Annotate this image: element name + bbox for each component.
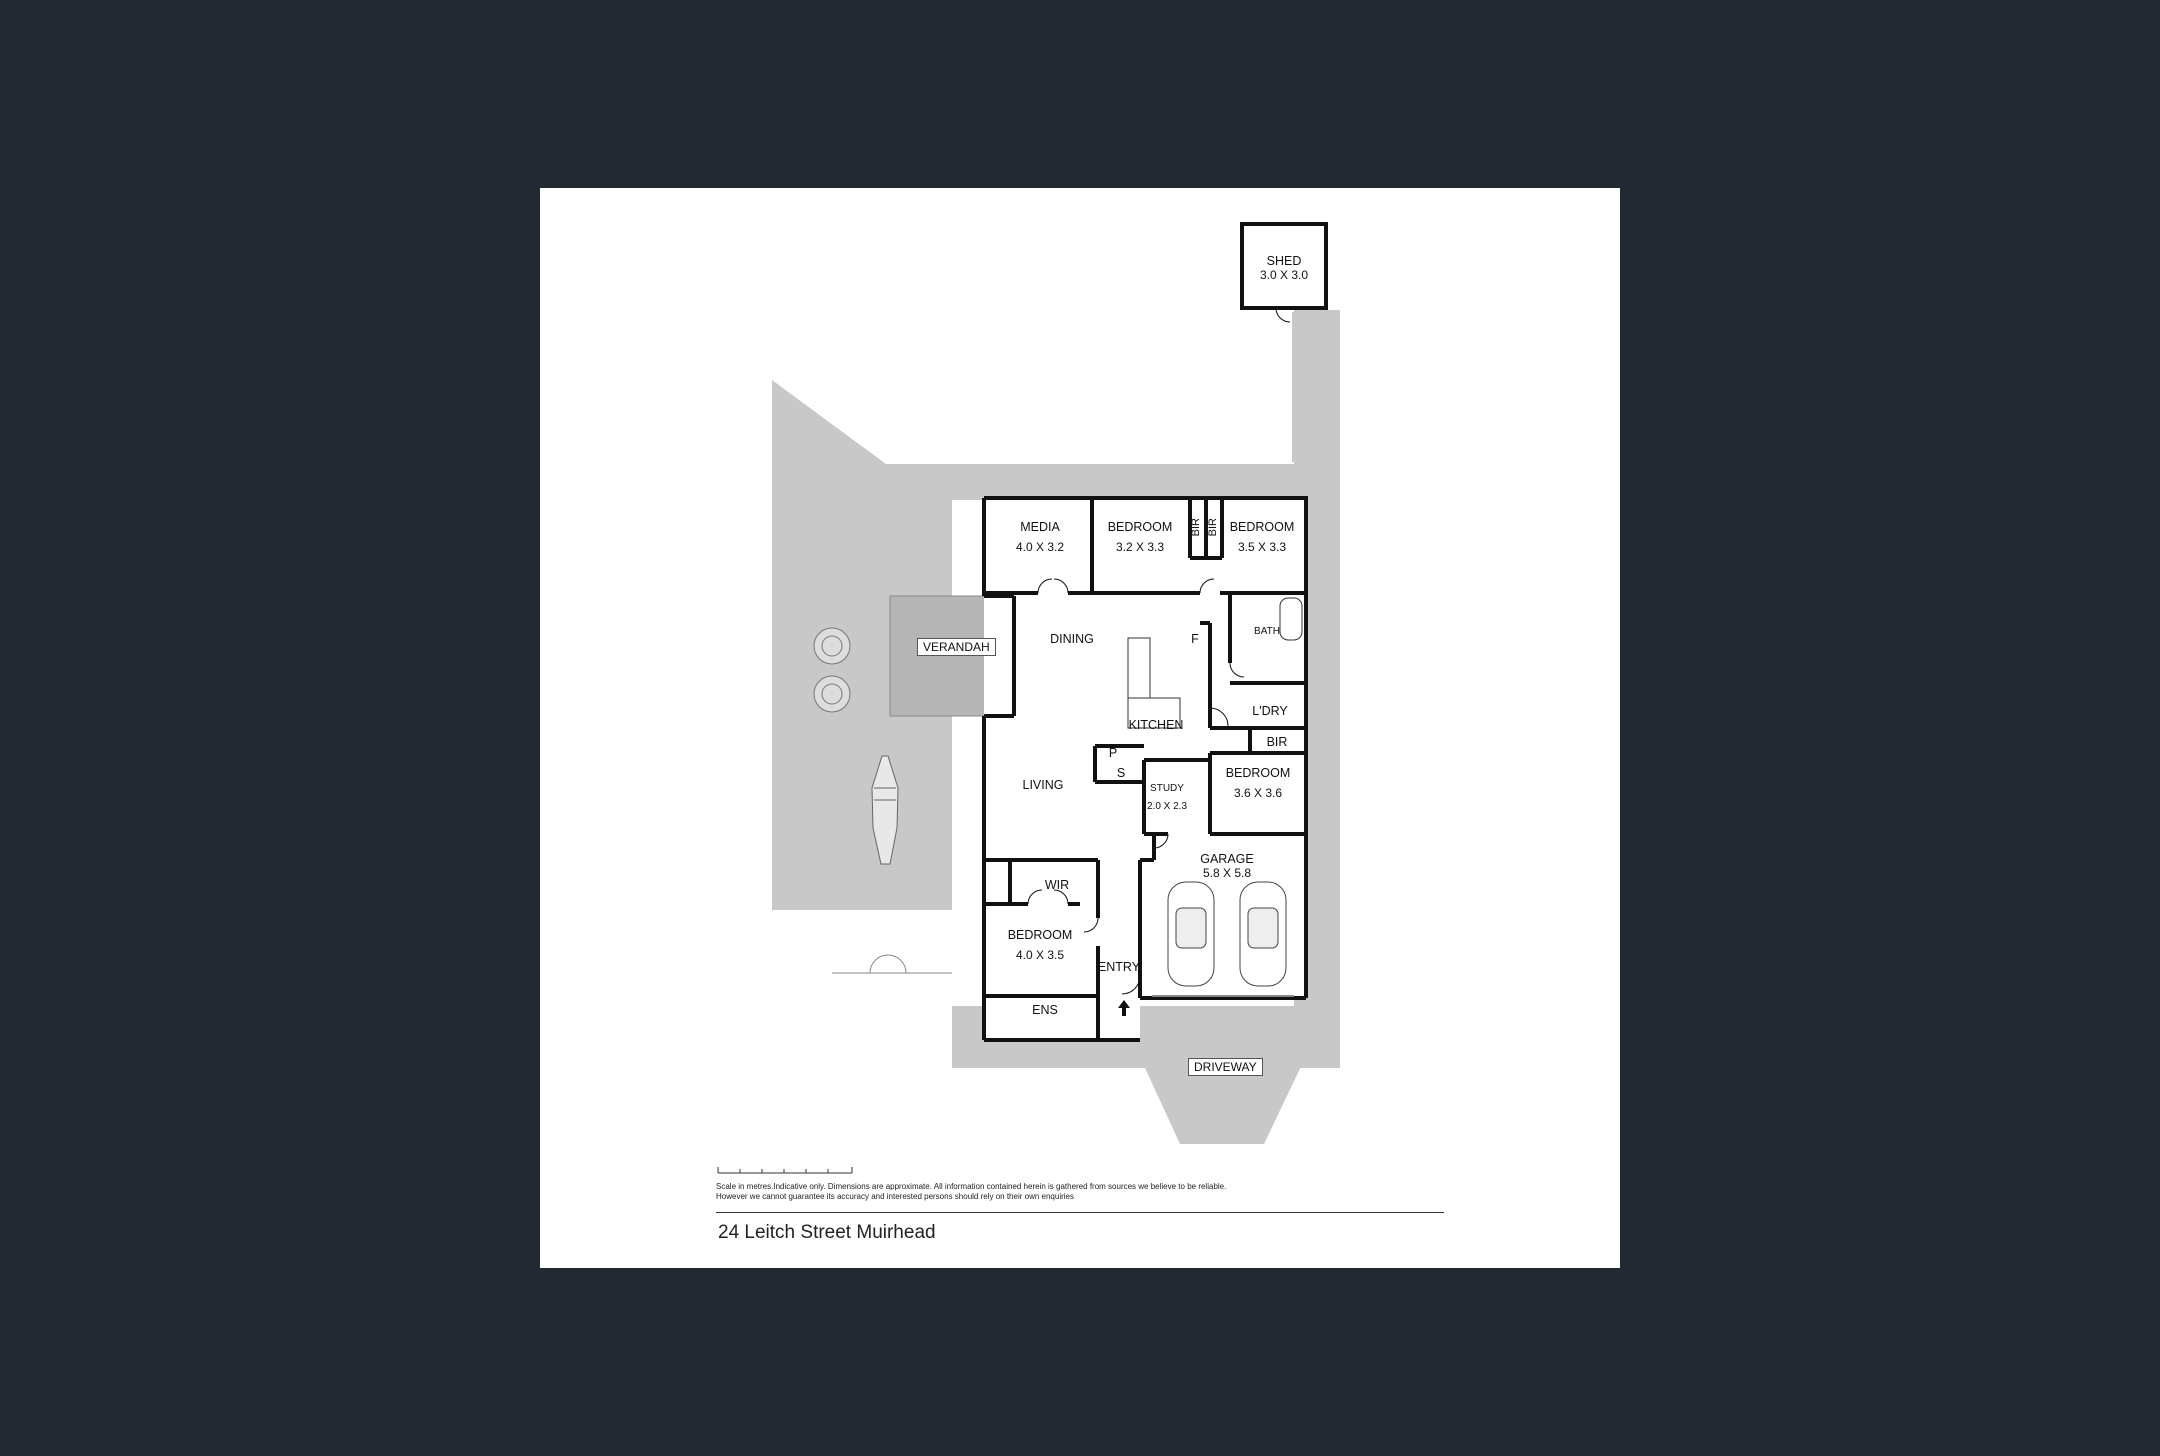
entry-label: ENTRY xyxy=(1097,960,1141,974)
laundry-label: L'DRY xyxy=(1252,704,1288,718)
verandah-label: VERANDAH xyxy=(917,638,996,656)
door-swings xyxy=(1027,578,1245,995)
ens-label: ENS xyxy=(1032,1003,1058,1017)
property-address: 24 Leitch Street Muirhead xyxy=(718,1222,936,1243)
tree-icon xyxy=(813,627,851,713)
floor-plan-drawing xyxy=(717,222,1340,1174)
disclaimer-text: Scale in metres.Indicative only. Dimensi… xyxy=(716,1182,1227,1201)
bir-label-c: BIR xyxy=(1266,735,1288,749)
store-label: S xyxy=(1116,766,1126,780)
wir-label: WIR xyxy=(1044,878,1070,892)
shed xyxy=(1240,222,1328,310)
kitchen-label: KITCHEN xyxy=(1128,718,1184,732)
bath-label: BATH xyxy=(1254,626,1280,637)
walls xyxy=(982,496,1308,1042)
driveway-label: DRIVEWAY xyxy=(1188,1058,1263,1076)
divider xyxy=(716,1212,1444,1213)
bir-label-a: BIR xyxy=(1190,518,1202,537)
kitchen-bench xyxy=(1127,697,1181,729)
fridge-label: F xyxy=(1191,632,1199,646)
pantry-label: P xyxy=(1108,746,1118,760)
living-label: LIVING xyxy=(1022,778,1064,792)
entry-arrow-icon xyxy=(1118,1000,1130,1016)
dining-label: DINING xyxy=(1050,632,1094,646)
car-icon xyxy=(1167,881,1287,987)
boat-icon xyxy=(871,755,899,865)
bir-label-b: BIR xyxy=(1207,518,1219,537)
kitchen-island xyxy=(1127,637,1151,699)
scale-bar xyxy=(717,1167,853,1174)
gate xyxy=(832,954,952,974)
bathtub xyxy=(1279,597,1303,641)
